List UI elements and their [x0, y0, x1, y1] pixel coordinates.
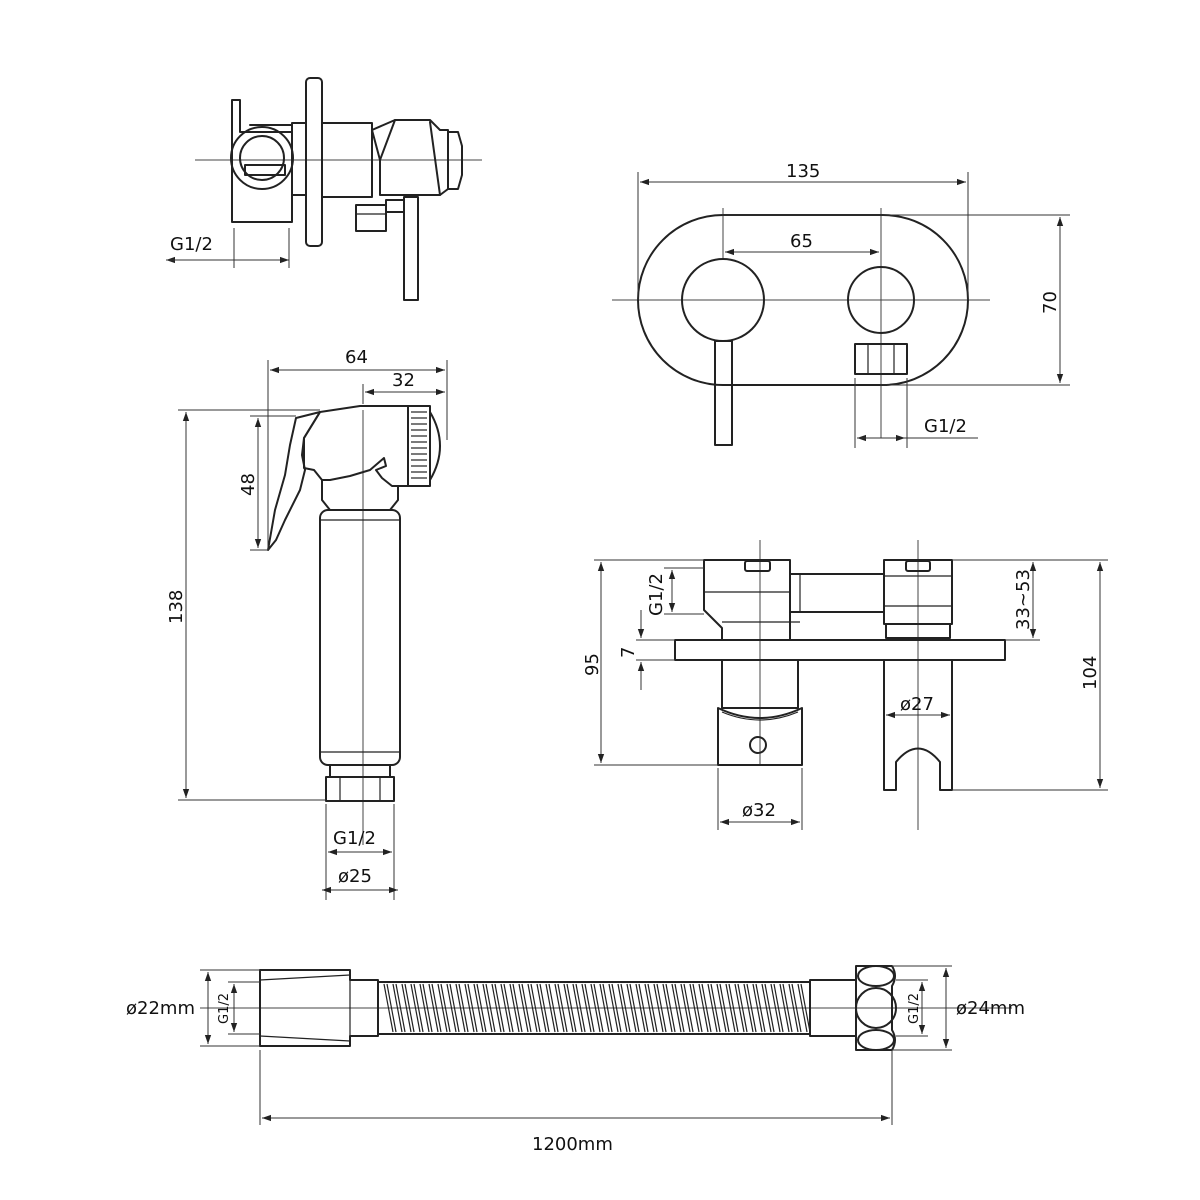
dim-g12-plate: G1/2 — [924, 416, 967, 437]
dim-32: 32 — [392, 370, 415, 391]
dim-95: 95 — [582, 653, 603, 676]
dim-g12-hose-left: G1/2 — [217, 993, 232, 1024]
dim-1200mm: 1200mm — [532, 1134, 613, 1155]
dim-g12-top-left: G1/2 — [170, 234, 213, 255]
mixer-top-view: G1/2 — [166, 77, 482, 301]
knurled-nozzle — [411, 411, 427, 479]
installation-side-view: 95 G1/2 7 33~53 104 ø27 ø32 — [582, 540, 1108, 830]
dim-dia-27: ø27 — [900, 694, 934, 715]
dim-7: 7 — [618, 647, 639, 658]
dim-g12-hose-right: G1/2 — [907, 993, 922, 1024]
dim-70: 70 — [1040, 291, 1061, 314]
dim-48: 48 — [238, 473, 259, 496]
hose-spiral — [383, 983, 811, 1033]
dim-64: 64 — [345, 347, 368, 368]
dim-135: 135 — [786, 161, 820, 182]
hose-side-view: ø22mm G1/2 ø24mm G1/2 1200mm — [126, 965, 1025, 1155]
dim-dia-22mm: ø22mm — [126, 998, 195, 1019]
dim-33-53: 33~53 — [1013, 569, 1034, 630]
dim-104: 104 — [1080, 656, 1101, 690]
spray-head-side-view: 64 32 48 138 G1/2 ø25 — [166, 347, 448, 900]
dim-g12-side: G1/2 — [646, 573, 667, 616]
dim-dia-24mm: ø24mm — [956, 998, 1025, 1019]
dim-dia-25: ø25 — [338, 866, 372, 887]
dim-138: 138 — [166, 590, 187, 624]
dim-g12-spray: G1/2 — [333, 828, 376, 849]
cover-plate-front-view: 135 65 70 G1/2 — [612, 161, 1070, 448]
dim-dia-32: ø32 — [742, 800, 776, 821]
dim-65: 65 — [790, 231, 813, 252]
